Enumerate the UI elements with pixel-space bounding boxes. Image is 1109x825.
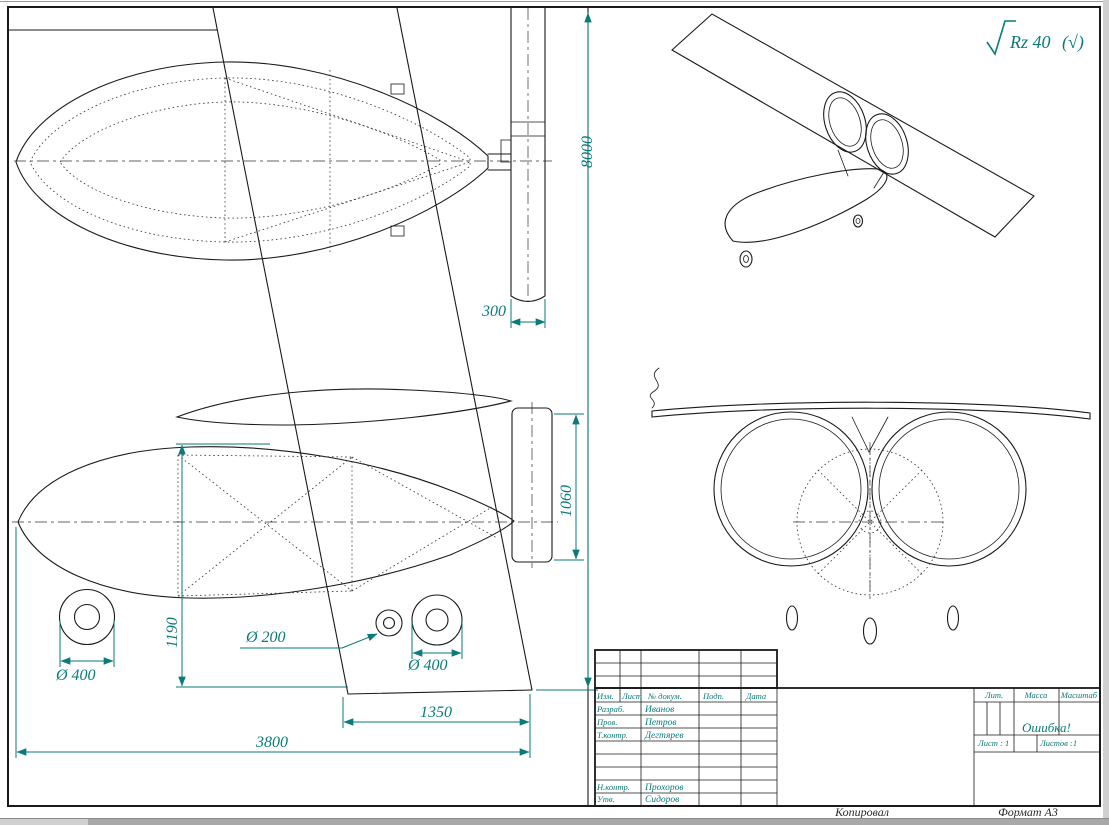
copied-by-label: Копировал — [834, 805, 889, 819]
wing-plan — [7, 7, 533, 695]
border-frame — [7, 6, 1101, 807]
mass-label: Масса — [1024, 690, 1048, 700]
dimensions: 8000 300 1060 1190 Ø 200 Ø 400 Ø 400 — [15, 12, 598, 758]
title-block-main — [594, 687, 1101, 807]
fuselage-plan-outline — [15, 61, 489, 261]
row-utv-name: Сидоров — [645, 794, 679, 805]
sheets-label: Листов :1 — [1039, 738, 1077, 748]
wing-front — [651, 401, 1091, 420]
front-view — [649, 367, 1091, 645]
dim-400-right-label: Ø 400 — [407, 657, 448, 674]
dim-1350-label: 1350 — [420, 704, 452, 721]
hinge-clip-bottom — [390, 225, 405, 237]
propeller-disc-front — [793, 442, 947, 602]
wheels-front — [785, 605, 960, 645]
right-edge — [1103, 0, 1109, 825]
roughness-symbol: Rz 40 (√) — [986, 20, 1084, 56]
col-sign: Подп. — [702, 691, 724, 701]
row-utv-label: Утв. — [597, 794, 615, 804]
iso-view — [671, 13, 1035, 268]
engine-rings-iso — [823, 91, 909, 189]
row-nkontr-name: Прохоров — [644, 783, 684, 793]
plan-view — [7, 7, 552, 695]
struts-front — [851, 416, 889, 453]
row-prov-name: Петров — [644, 718, 676, 728]
dim-300-label: 300 — [481, 303, 506, 320]
col-date: Дата — [745, 691, 766, 701]
doc-title-error: Ошибка! — [1022, 720, 1071, 735]
footer-margin: Копировал Формат A3 — [834, 805, 1058, 819]
side-structure-lines — [177, 454, 498, 597]
roughness-check-icon — [986, 20, 1016, 56]
wing-airfoil-outline — [175, 388, 514, 426]
title-block: Изм. Лист № докум. Подп. Дата Разраб. Ив… — [594, 649, 1101, 807]
fuselage-iso — [724, 168, 888, 243]
dim-400-left-label: Ø 400 — [55, 667, 96, 684]
title-block-extension — [594, 649, 778, 689]
bottom-bar — [88, 819, 1109, 825]
duct-rings-front — [713, 411, 1027, 567]
row-razrab-name: Иванов — [644, 705, 674, 715]
dim-1060-label: 1060 — [558, 485, 575, 517]
col-doc-no: № докум. — [647, 691, 682, 701]
roughness-value: Rz 40 — [1009, 32, 1051, 52]
row-prov-label: Пров. — [596, 717, 617, 727]
scale-label: Масштаб — [1060, 690, 1098, 700]
lit-label: Лит. — [984, 690, 1003, 700]
wheels-iso — [739, 214, 864, 268]
sheet-label: Лист : 1 — [977, 738, 1009, 748]
dim-200-label: Ø 200 — [245, 629, 286, 646]
row-nkontr-label: Н.контр. — [596, 782, 630, 792]
row-tkontr-name: Дегтярев — [644, 731, 683, 741]
dim-8000-label: 8000 — [579, 136, 596, 168]
col-list: Лист — [621, 691, 642, 701]
dim-1190-label: 1190 — [164, 617, 181, 648]
break-line-squiggle — [649, 367, 660, 409]
tailplane-plan — [487, 7, 546, 303]
row-razrab-label: Разраб. — [596, 704, 624, 714]
hinge-clip-top — [390, 83, 405, 95]
format-label: Формат A3 — [998, 805, 1058, 819]
plan-structure-lines — [224, 70, 471, 252]
dim-3800-label: 3800 — [255, 734, 288, 751]
roughness-bracket: (√) — [1062, 32, 1084, 53]
wing-iso — [671, 13, 1035, 238]
landing-gear-wheels — [58, 588, 463, 646]
row-tkontr-label: Т.контр. — [597, 730, 628, 740]
col-izm: Изм. — [596, 691, 614, 701]
